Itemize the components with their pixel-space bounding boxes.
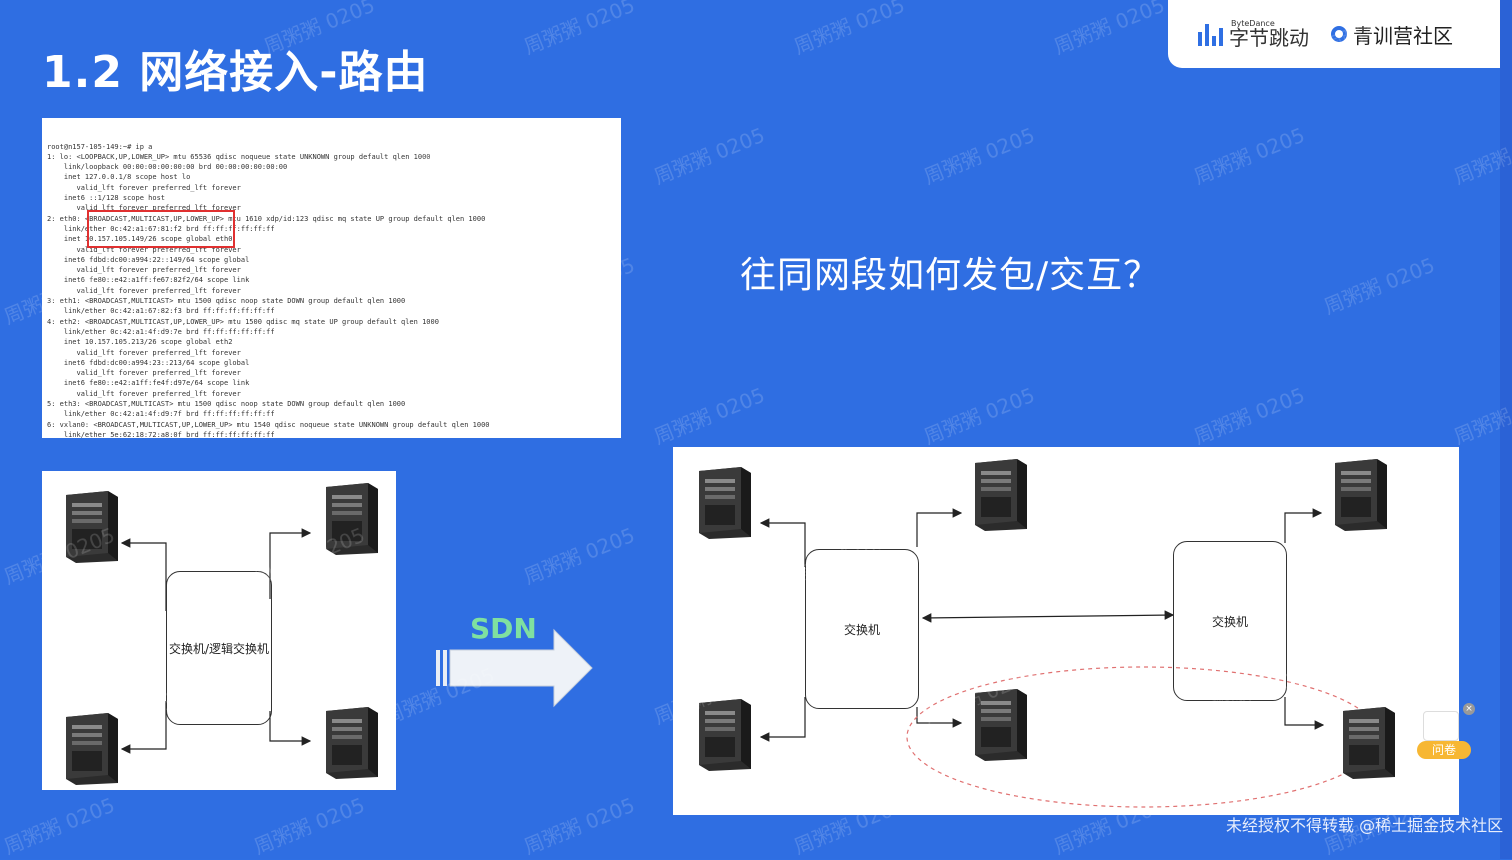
survey-label: 问卷 — [1417, 741, 1471, 759]
camp-ring-icon — [1331, 26, 1347, 42]
terminal-line: root@n157-105-149:~# ip a — [47, 142, 153, 151]
terminal-line: inet 127.0.0.1/8 scope host lo — [47, 173, 191, 182]
switch-a-label: 交换机 — [843, 622, 880, 637]
server-icon — [1321, 457, 1391, 532]
terminal-line: inet6 fdbd:dc00:a994:23::213/64 scope gl… — [47, 358, 250, 367]
terminal-line: valid_lft forever preferred_lft forever — [47, 245, 241, 254]
terminal-line: 1: lo: <LOOPBACK,UP,LOWER_UP> mtu 65536 … — [47, 152, 431, 161]
bytedance-logo-small: ByteDance — [1231, 19, 1275, 28]
terminal-line: link/ether 0c:42:a1:67:81:f2 brd ff:ff:f… — [47, 224, 275, 233]
terminal-line: valid_lft forever preferred_lft forever — [47, 369, 241, 378]
server-icon — [52, 489, 122, 564]
slide-title: 1.2 网络接入-路由 — [42, 47, 429, 98]
terminal-line: 4: eth2: <BROADCAST,MULTICAST,UP,LOWER_U… — [47, 317, 439, 326]
terminal-line: 3: eth1: <BROADCAST,MULTICAST> mtu 1500 … — [47, 297, 406, 306]
diagram-right: 交换机 交换机 — [673, 447, 1459, 815]
server-icon — [685, 697, 755, 772]
question-text: 往同网段如何发包/交互？ — [740, 255, 1161, 296]
terminal-line: link/ether 5e:62:18:72:a8:0f brd ff:ff:f… — [47, 430, 275, 438]
terminal-line: inet6 fe80::e42:a1ff:fe4f:d97e/64 scope … — [47, 379, 250, 388]
ip-highlight-box — [87, 210, 235, 248]
server-icon — [961, 687, 1031, 762]
bytedance-bars-icon — [1198, 22, 1223, 46]
server-icon — [961, 457, 1031, 532]
terminal-line: 6: vxlan0: <BROADCAST,MULTICAST,UP,LOWER… — [47, 420, 490, 429]
camp-logo-text: 青训营社区 — [1353, 23, 1453, 48]
brand-logos: ByteDance 字节跳动 青训营社区 — [1168, 0, 1500, 68]
sdn-arrow-icon — [436, 628, 593, 708]
terminal-line: valid_lft forever preferred_lft forever — [47, 266, 241, 275]
terminal-line: link/loopback 00:00:00:00:00:00 brd 00:0… — [47, 163, 288, 172]
terminal-line: inet6 fe80::e42:a1ff:fe67:82f2/64 scope … — [47, 276, 250, 285]
survey-close-icon[interactable]: × — [1463, 703, 1475, 715]
terminal-line: inet6 ::1/128 scope host — [47, 194, 166, 203]
sdn-label: SDN — [470, 612, 537, 645]
server-icon — [312, 705, 382, 780]
terminal-line: 5: eth3: <BROADCAST,MULTICAST> mtu 1500 … — [47, 400, 406, 409]
diagram-left: 交换机/逻辑交换机 — [42, 471, 396, 790]
copyright-footer: 未经授权不得转载 @稀土掘金技术社区 — [1226, 816, 1504, 835]
terminal-line: valid_lft forever preferred_lft forever — [47, 204, 241, 213]
terminal-line: link/ether 0c:42:a1:4f:d9:7e brd ff:ff:f… — [47, 327, 275, 336]
slide-edge — [1500, 0, 1512, 859]
server-icon — [685, 465, 755, 540]
terminal-line: valid_lft forever preferred_lft forever — [47, 389, 241, 398]
survey-card-icon — [1423, 711, 1459, 741]
terminal-line: inet 10.157.105.149/26 scope global eth0 — [47, 235, 233, 244]
server-icon — [312, 481, 382, 556]
server-icon — [52, 711, 122, 786]
camp-logo: 青训营社区 — [1331, 20, 1453, 49]
switch-box-b: 交换机 — [1173, 541, 1287, 701]
bytedance-logo-text: 字节跳动 — [1229, 26, 1309, 50]
terminal-line: link/ether 0c:42:a1:67:82:f3 brd ff:ff:f… — [47, 307, 275, 316]
switch-b-label: 交换机 — [1211, 614, 1248, 629]
logical-switch-label: 交换机/逻辑交换机 — [168, 641, 270, 656]
bytedance-logo: ByteDance 字节跳动 — [1198, 20, 1309, 48]
terminal-line: valid_lft forever preferred_lft forever — [47, 183, 241, 192]
switch-box-a: 交换机 — [805, 549, 919, 709]
terminal-line: inet6 fdbd:dc00:a994:22::149/64 scope gl… — [47, 255, 250, 264]
terminal-line: link/ether 0c:42:a1:4f:d9:7f brd ff:ff:f… — [47, 410, 275, 419]
terminal-line: valid_lft forever preferred_lft forever — [47, 286, 241, 295]
terminal-line: valid_lft forever preferred_lft forever — [47, 348, 241, 357]
survey-button[interactable]: × 问卷 — [1415, 703, 1475, 763]
server-icon — [1329, 705, 1399, 780]
logical-switch-box: 交换机/逻辑交换机 — [166, 571, 272, 725]
terminal-line: inet 10.157.105.213/26 scope global eth2 — [47, 338, 233, 347]
